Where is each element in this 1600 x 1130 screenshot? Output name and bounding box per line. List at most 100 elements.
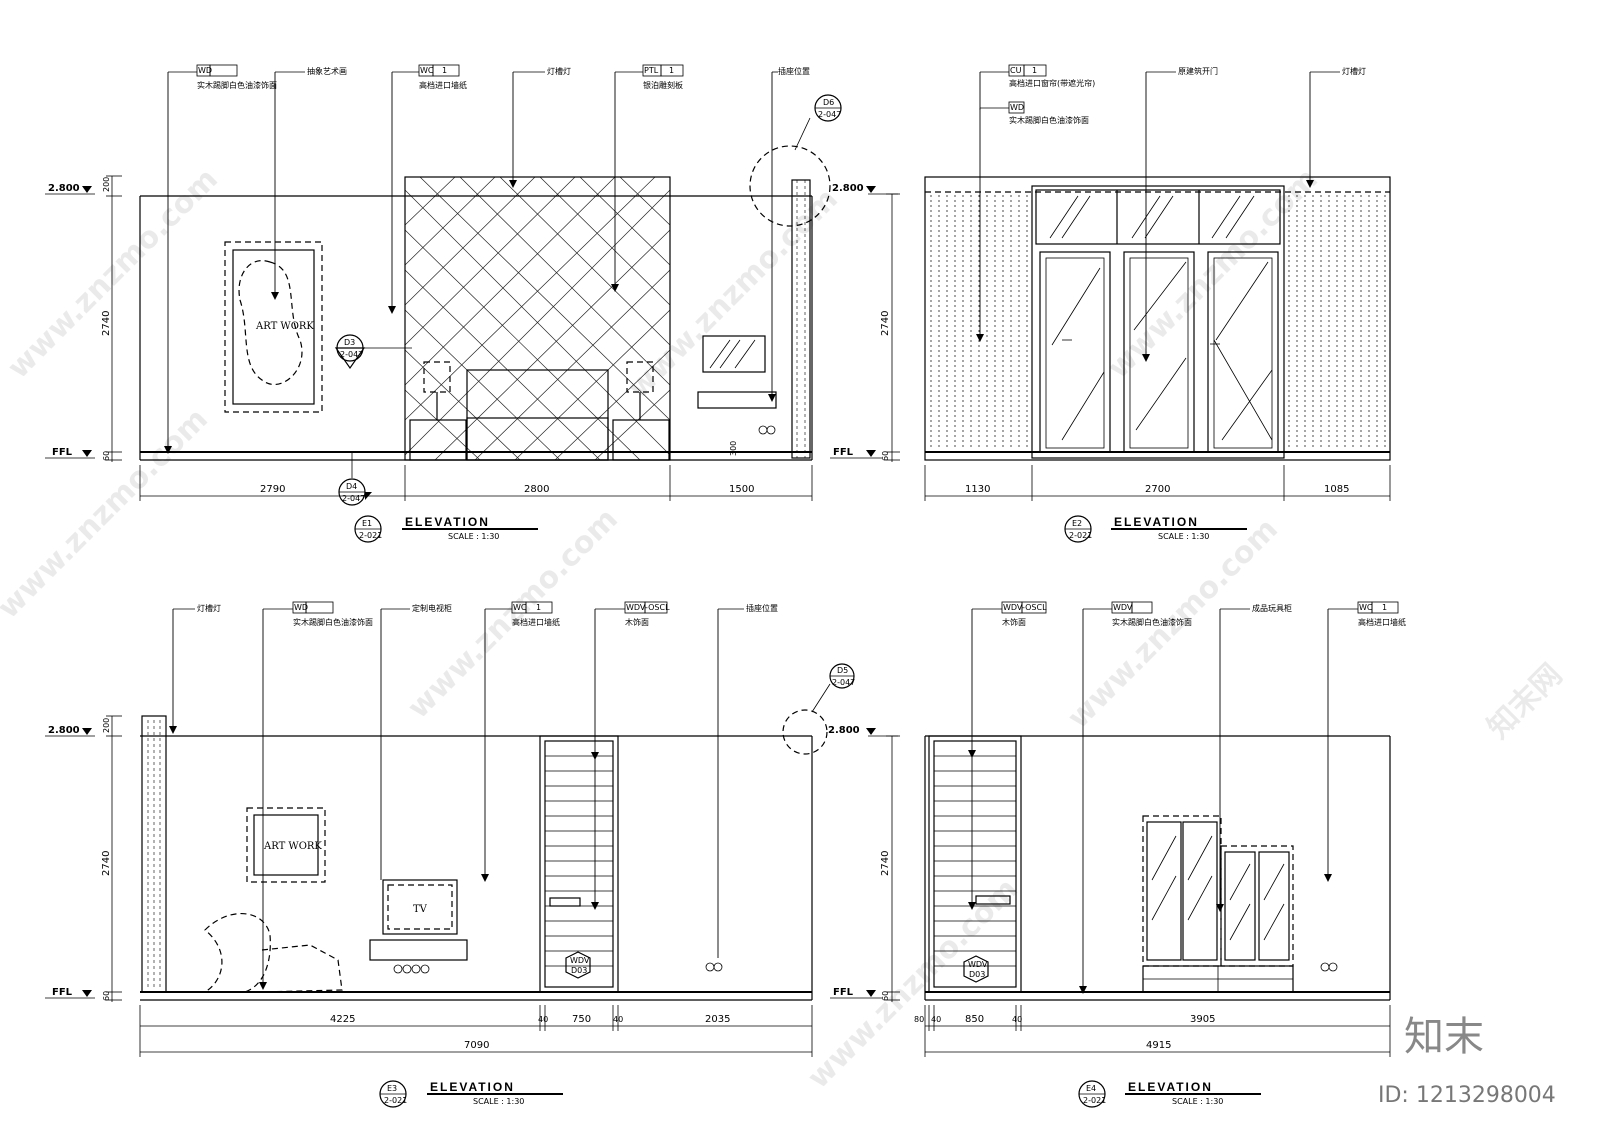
e1-scale: SCALE : 1:30: [448, 532, 499, 541]
e4-dim-total: 4915: [1146, 1040, 1171, 1051]
e3-note-socket: 插座位置: [746, 603, 778, 613]
e2-dim-2740: 2740: [880, 311, 891, 336]
e3-chair: [202, 913, 271, 993]
e2-note-lightslot: 灯槽灯: [1342, 66, 1366, 76]
e4-dim-40b: 40: [1012, 1015, 1022, 1024]
e3-dim-200: 200: [102, 718, 111, 733]
e3-door-tag-id: D03: [571, 966, 587, 975]
e3-artwork-frame: [246, 807, 326, 883]
svg-text:E3: E3: [387, 1084, 397, 1093]
e3-wood-panel-door: [539, 735, 619, 993]
e1-artwork-label: ART WORK: [255, 321, 314, 332]
e3-artwork-label: ART WORK: [263, 841, 322, 852]
e3-tv-cabinet: [369, 939, 468, 961]
e1-code-wd: WD: [198, 66, 212, 75]
e2-dim-60: 60: [881, 451, 890, 461]
e3-detail-circle: [782, 709, 828, 755]
svg-text:知末网: 知末网: [1481, 657, 1569, 745]
svg-text:D6: D6: [823, 98, 834, 107]
e4-door-tag-code: WDV: [968, 960, 988, 969]
e1-dim-2740: 2740: [101, 311, 112, 336]
e4-note-baseboard: 实木踢脚白色油漆饰面: [1112, 617, 1192, 627]
e1-level-top: 2.800: [48, 183, 80, 194]
e1-dim-300: 300: [729, 441, 738, 456]
elevation-e3: 2.800 FFL 200 2740 60 ART WORK TV: [45, 601, 876, 1108]
e4-code-wc: WC: [1359, 603, 1373, 612]
e3-level-top: 2.800: [48, 725, 80, 736]
e2-dim-2700: 2700: [1145, 484, 1170, 495]
e4-title: ELEVATION: [1128, 1080, 1213, 1094]
e4-toy-cabinet-tall: [1142, 815, 1222, 967]
svg-text:1: 1: [536, 603, 541, 612]
svg-text:E4: E4: [1086, 1084, 1096, 1093]
svg-text:www.znzmo.com: www.znzmo.com: [0, 402, 215, 626]
e2-note-baseboard: 实木踢脚白色油漆饰面: [1009, 115, 1089, 125]
elevation-e2: FFL 2740 60: [830, 64, 1391, 543]
e2-level-floor: FFL: [833, 447, 854, 458]
e1-dim-1500: 1500: [729, 484, 754, 495]
svg-text:2-047: 2-047: [340, 350, 363, 359]
e3-tv: [382, 879, 458, 935]
e1-mirror: [702, 335, 766, 373]
e4-dim-60: 60: [881, 991, 890, 1001]
e4-door-tag-id: D03: [969, 970, 985, 979]
e4-dim-80: 80: [914, 1015, 924, 1024]
e3-level-floor: FFL: [52, 987, 73, 998]
e1-note-lightslot: 灯槽灯: [547, 66, 571, 76]
e2-door-frame: [1031, 185, 1285, 459]
svg-text:2-047: 2-047: [832, 678, 855, 687]
e2-curtain-right: [1288, 195, 1386, 450]
e3-code-oscl: -OSCL: [645, 603, 670, 612]
e2-note-door: 原建筑开门: [1178, 66, 1218, 76]
svg-text:www.znzmo.com: www.znzmo.com: [401, 502, 625, 726]
svg-text:D4: D4: [346, 482, 357, 491]
e2-dim-1085: 1085: [1324, 484, 1349, 495]
svg-text:www.znzmo.com: www.znzmo.com: [1101, 162, 1325, 386]
image-id: ID: 1213298004: [1378, 1083, 1556, 1108]
e4-dim-40a: 40: [931, 1015, 941, 1024]
e2-code-wd: WD: [1010, 103, 1024, 112]
e1-shelf: [697, 391, 777, 409]
e3-title: ELEVATION: [430, 1080, 515, 1094]
e2-note-curtain: 高档进口窗帘(带遮光帘): [1009, 78, 1095, 88]
e1-detail-circle: [749, 145, 831, 227]
svg-text:1: 1: [442, 66, 447, 75]
e1-dim-2800: 2800: [524, 484, 549, 495]
e1-level-top-right: 2.800: [832, 183, 864, 194]
e3-dim-750: 750: [572, 1014, 591, 1025]
e1-level-floor: FFL: [52, 447, 73, 458]
e3-dim-60: 60: [102, 991, 111, 1001]
elevation-e1: 2.800 FFL 200 2740 60 ART WORK: [45, 64, 876, 543]
svg-text:2-021: 2-021: [1083, 1096, 1106, 1105]
e1-note-baseboard: 实木踢脚白色油漆饰面: [197, 80, 277, 90]
brand-logo: 知末: [1404, 1014, 1484, 1060]
e3-code-wd: WD: [294, 603, 308, 612]
svg-text:E1: E1: [362, 519, 372, 528]
e3-level-top-right: 2.800: [828, 725, 860, 736]
e3-code-wdv: WDV: [626, 603, 646, 612]
svg-text:2-047: 2-047: [818, 110, 841, 119]
e3-note-baseboard: 实木踢脚白色油漆饰面: [293, 617, 373, 627]
svg-text:D5: D5: [837, 666, 848, 675]
svg-text:1: 1: [1032, 66, 1037, 75]
e3-dim-4225: 4225: [330, 1014, 355, 1025]
e3-dim-total: 7090: [464, 1040, 489, 1051]
e3-dim-2740: 2740: [101, 851, 112, 876]
e1-note-art: 抽象艺术画: [307, 66, 347, 76]
svg-text:2-047: 2-047: [342, 494, 365, 503]
e1-note-silverboard: 银泊雕刻板: [643, 80, 683, 90]
e4-toy-cabinet-low: [1220, 845, 1294, 967]
svg-text:2-021: 2-021: [384, 1096, 407, 1105]
svg-text:www.znzmo.com: www.znzmo.com: [1, 162, 225, 386]
e1-note-socket: 插座位置: [778, 66, 810, 76]
e3-door-tag-code: WDV: [570, 956, 590, 965]
e3-tv-label: TV: [413, 904, 428, 915]
e4-dim-3905: 3905: [1190, 1014, 1215, 1025]
e4-note-veneer: 木饰面: [1002, 617, 1026, 627]
svg-text:www.znzmo.com: www.znzmo.com: [1061, 512, 1285, 736]
e4-note-wallpaper: 高档进口墙纸: [1358, 617, 1406, 627]
e2-scale: SCALE : 1:30: [1158, 532, 1209, 541]
watermark-layer: www.znzmo.com www.znzmo.com www.znzmo.co…: [0, 162, 1569, 1096]
svg-text:D3: D3: [344, 338, 355, 347]
